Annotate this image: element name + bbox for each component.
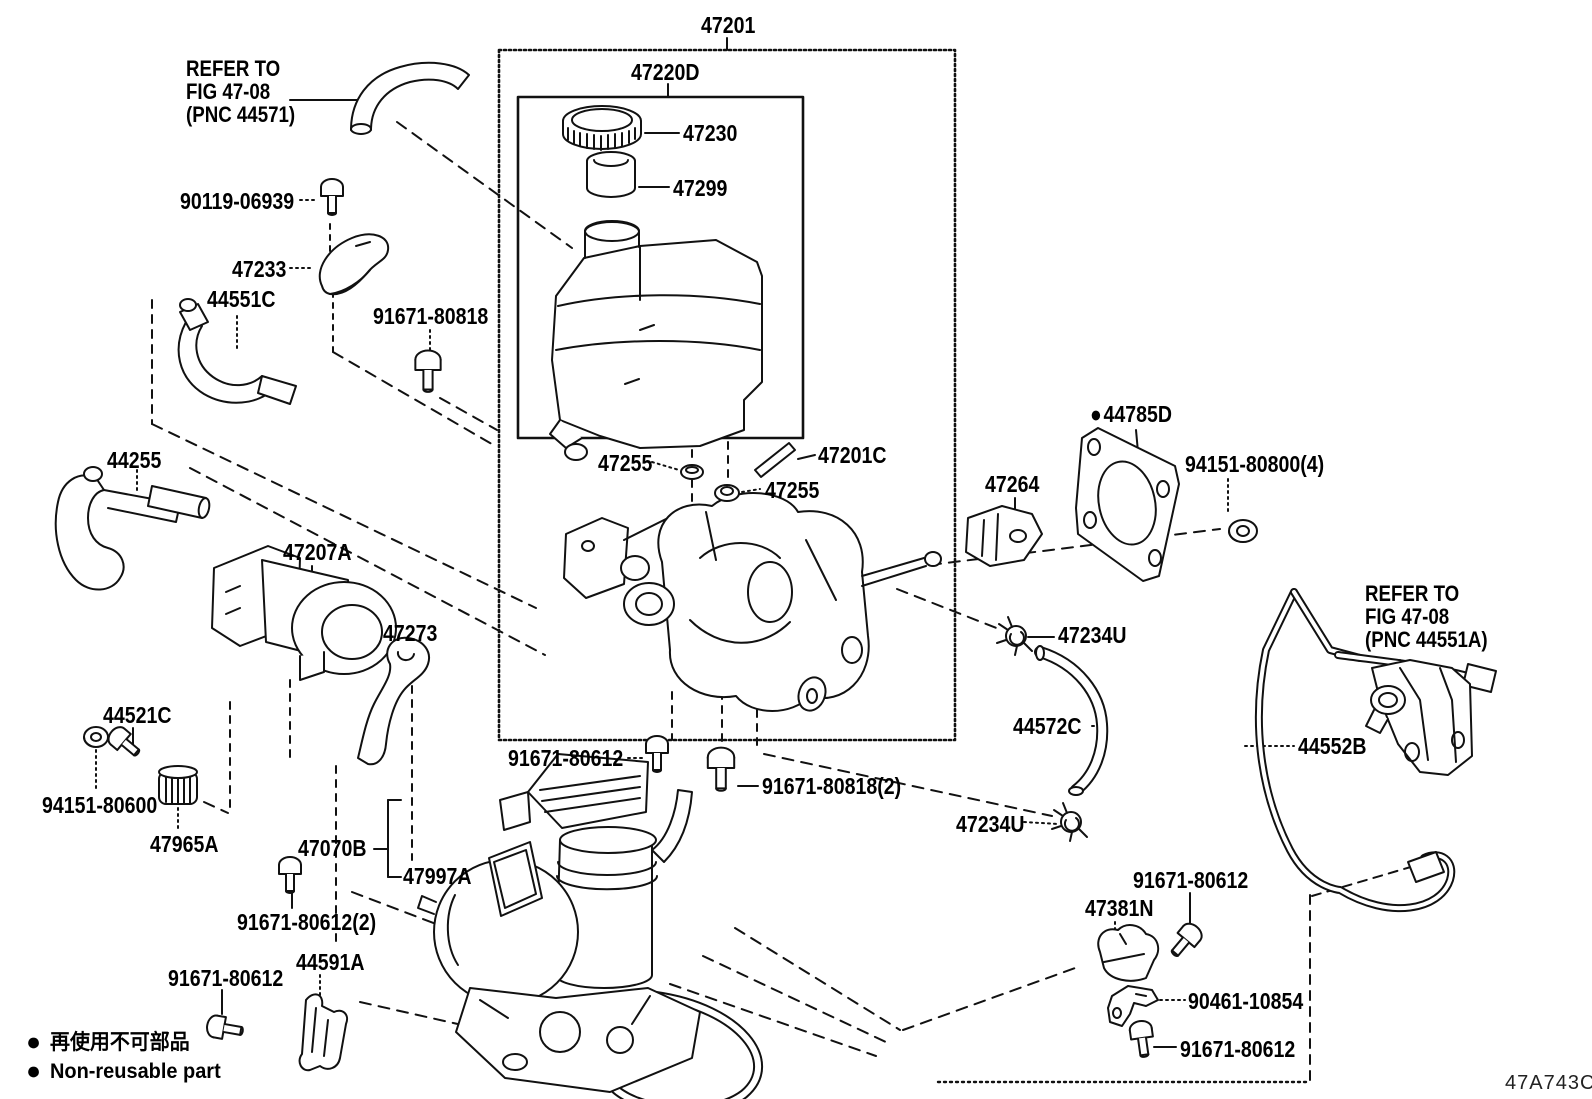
label-47070b[interactable]: 47070B <box>298 835 367 861</box>
label-47965a[interactable]: 47965A <box>150 831 219 857</box>
label-47255-lower[interactable]: 47255 <box>765 477 820 503</box>
label-47233[interactable]: 47233 <box>232 256 287 282</box>
label-47230[interactable]: 47230 <box>683 120 738 146</box>
part-hose-44572c <box>1036 646 1102 795</box>
label-44572c[interactable]: 44572C <box>1013 713 1082 739</box>
label-44591a[interactable]: 44591A <box>296 949 365 975</box>
label-91671-80612-right-top[interactable]: 91671-80612 <box>1133 867 1249 893</box>
legend-text-jp: 再使用不可部品 <box>50 1030 190 1054</box>
label-94151-80800[interactable]: 94151-80800(4) <box>1185 451 1325 477</box>
label-47201c[interactable]: 47201C <box>818 442 887 468</box>
part-hose-44255 <box>56 467 211 590</box>
part-pin-47201c <box>755 443 795 477</box>
part-grommets-47255 <box>681 465 739 501</box>
label-44551c[interactable]: 44551C <box>207 286 276 312</box>
part-reservoir-ring-47299 <box>587 152 635 197</box>
note-line: FIG 47-08 <box>186 79 271 104</box>
label-47220d[interactable]: 47220D <box>631 59 700 85</box>
label-91671-80612-x2[interactable]: 91671-80612(2) <box>237 909 377 935</box>
part-gasket-44785d <box>1076 428 1179 581</box>
part-nut-94151-80800 <box>1229 520 1257 542</box>
part-supply-hose-44571 <box>351 63 469 134</box>
label-47234u-lower[interactable]: 47234U <box>956 811 1025 837</box>
note-line: (PNC 44551A) <box>1365 627 1488 652</box>
label-47264[interactable]: 47264 <box>985 471 1040 497</box>
label-91671-80612-right-bottom[interactable]: 91671-80612 <box>1180 1036 1296 1062</box>
filled-circle-icon: ● <box>26 1057 42 1085</box>
part-bracket-pnc44551a <box>1366 660 1472 775</box>
part-reservoir-tank-47220d <box>550 221 762 460</box>
note-refer-left: REFER TO FIG 47-08 (PNC 44571) <box>186 57 295 126</box>
label-44521c[interactable]: 44521C <box>103 702 172 728</box>
part-actuator-47207a <box>212 546 396 680</box>
note-line: FIG 47-08 <box>1365 604 1450 629</box>
note-line: REFER TO <box>1365 581 1460 606</box>
label-91671-80818-x2[interactable]: 91671-80818(2) <box>762 773 902 799</box>
note-line: REFER TO <box>186 56 281 81</box>
drawing-code: 47A743C <box>1505 1072 1592 1094</box>
part-pump-assembly-47070b <box>418 754 758 1099</box>
note-refer-right: REFER TO FIG 47-08 (PNC 44551A) <box>1365 582 1488 651</box>
label-91671-80612-center[interactable]: 91671-80612 <box>508 745 624 771</box>
label-47201[interactable]: 47201 <box>701 12 756 38</box>
part-hose-44551c <box>179 299 296 404</box>
part-knob-47965a <box>159 766 197 804</box>
label-91671-80818[interactable]: 91671-80818 <box>373 303 489 329</box>
part-brake-booster-assembly <box>564 493 941 714</box>
label-94151-80600[interactable]: 94151-80600 <box>42 792 158 818</box>
label-47207a[interactable]: 47207A <box>283 539 352 565</box>
label-47273[interactable]: 47273 <box>383 620 438 646</box>
non-reusable-bullet-icon: ● <box>1090 401 1102 427</box>
filled-circle-icon: ● <box>26 1028 42 1056</box>
part-cover-47381n <box>1098 925 1158 981</box>
part-bracket-90461-10854 <box>1108 986 1158 1026</box>
part-plate-47997a <box>489 842 542 916</box>
label-90461-10854[interactable]: 90461-10854 <box>1188 988 1304 1014</box>
legend-non-reusable-en: ● Non-reusable part <box>26 1059 230 1084</box>
label-47381n[interactable]: 47381N <box>1085 895 1154 921</box>
note-line: (PNC 44571) <box>186 102 296 127</box>
label-47255-upper[interactable]: 47255 <box>598 450 653 476</box>
part-clip-44591a <box>300 994 348 1070</box>
part-arm-47233 <box>320 234 388 294</box>
label-91671-80612-bottom-left[interactable]: 91671-80612 <box>168 965 284 991</box>
part-nut-94151-80600 <box>84 727 108 747</box>
label-44785d[interactable]: ●44785D <box>1090 401 1173 427</box>
part-bracket-47264 <box>966 506 1042 566</box>
part-clamp-47234u-lower <box>1052 803 1087 841</box>
label-47997a[interactable]: 47997A <box>403 863 472 889</box>
part-reservoir-cap-47230 <box>563 106 641 150</box>
part-bracket-47273 <box>358 638 429 764</box>
construction-dashed-lines <box>152 122 1414 1082</box>
label-44552b[interactable]: 44552B <box>1298 733 1367 759</box>
label-47234u-upper[interactable]: 47234U <box>1058 622 1127 648</box>
label-90119-06939[interactable]: 90119-06939 <box>180 188 295 214</box>
legend-text-en: Non-reusable part <box>50 1059 221 1083</box>
part-clamp-47234u-upper <box>997 617 1032 655</box>
label-44255[interactable]: 44255 <box>107 447 162 473</box>
legend-non-reusable-jp: ● 再使用不可部品 <box>26 1030 197 1055</box>
label-47299[interactable]: 47299 <box>673 175 728 201</box>
